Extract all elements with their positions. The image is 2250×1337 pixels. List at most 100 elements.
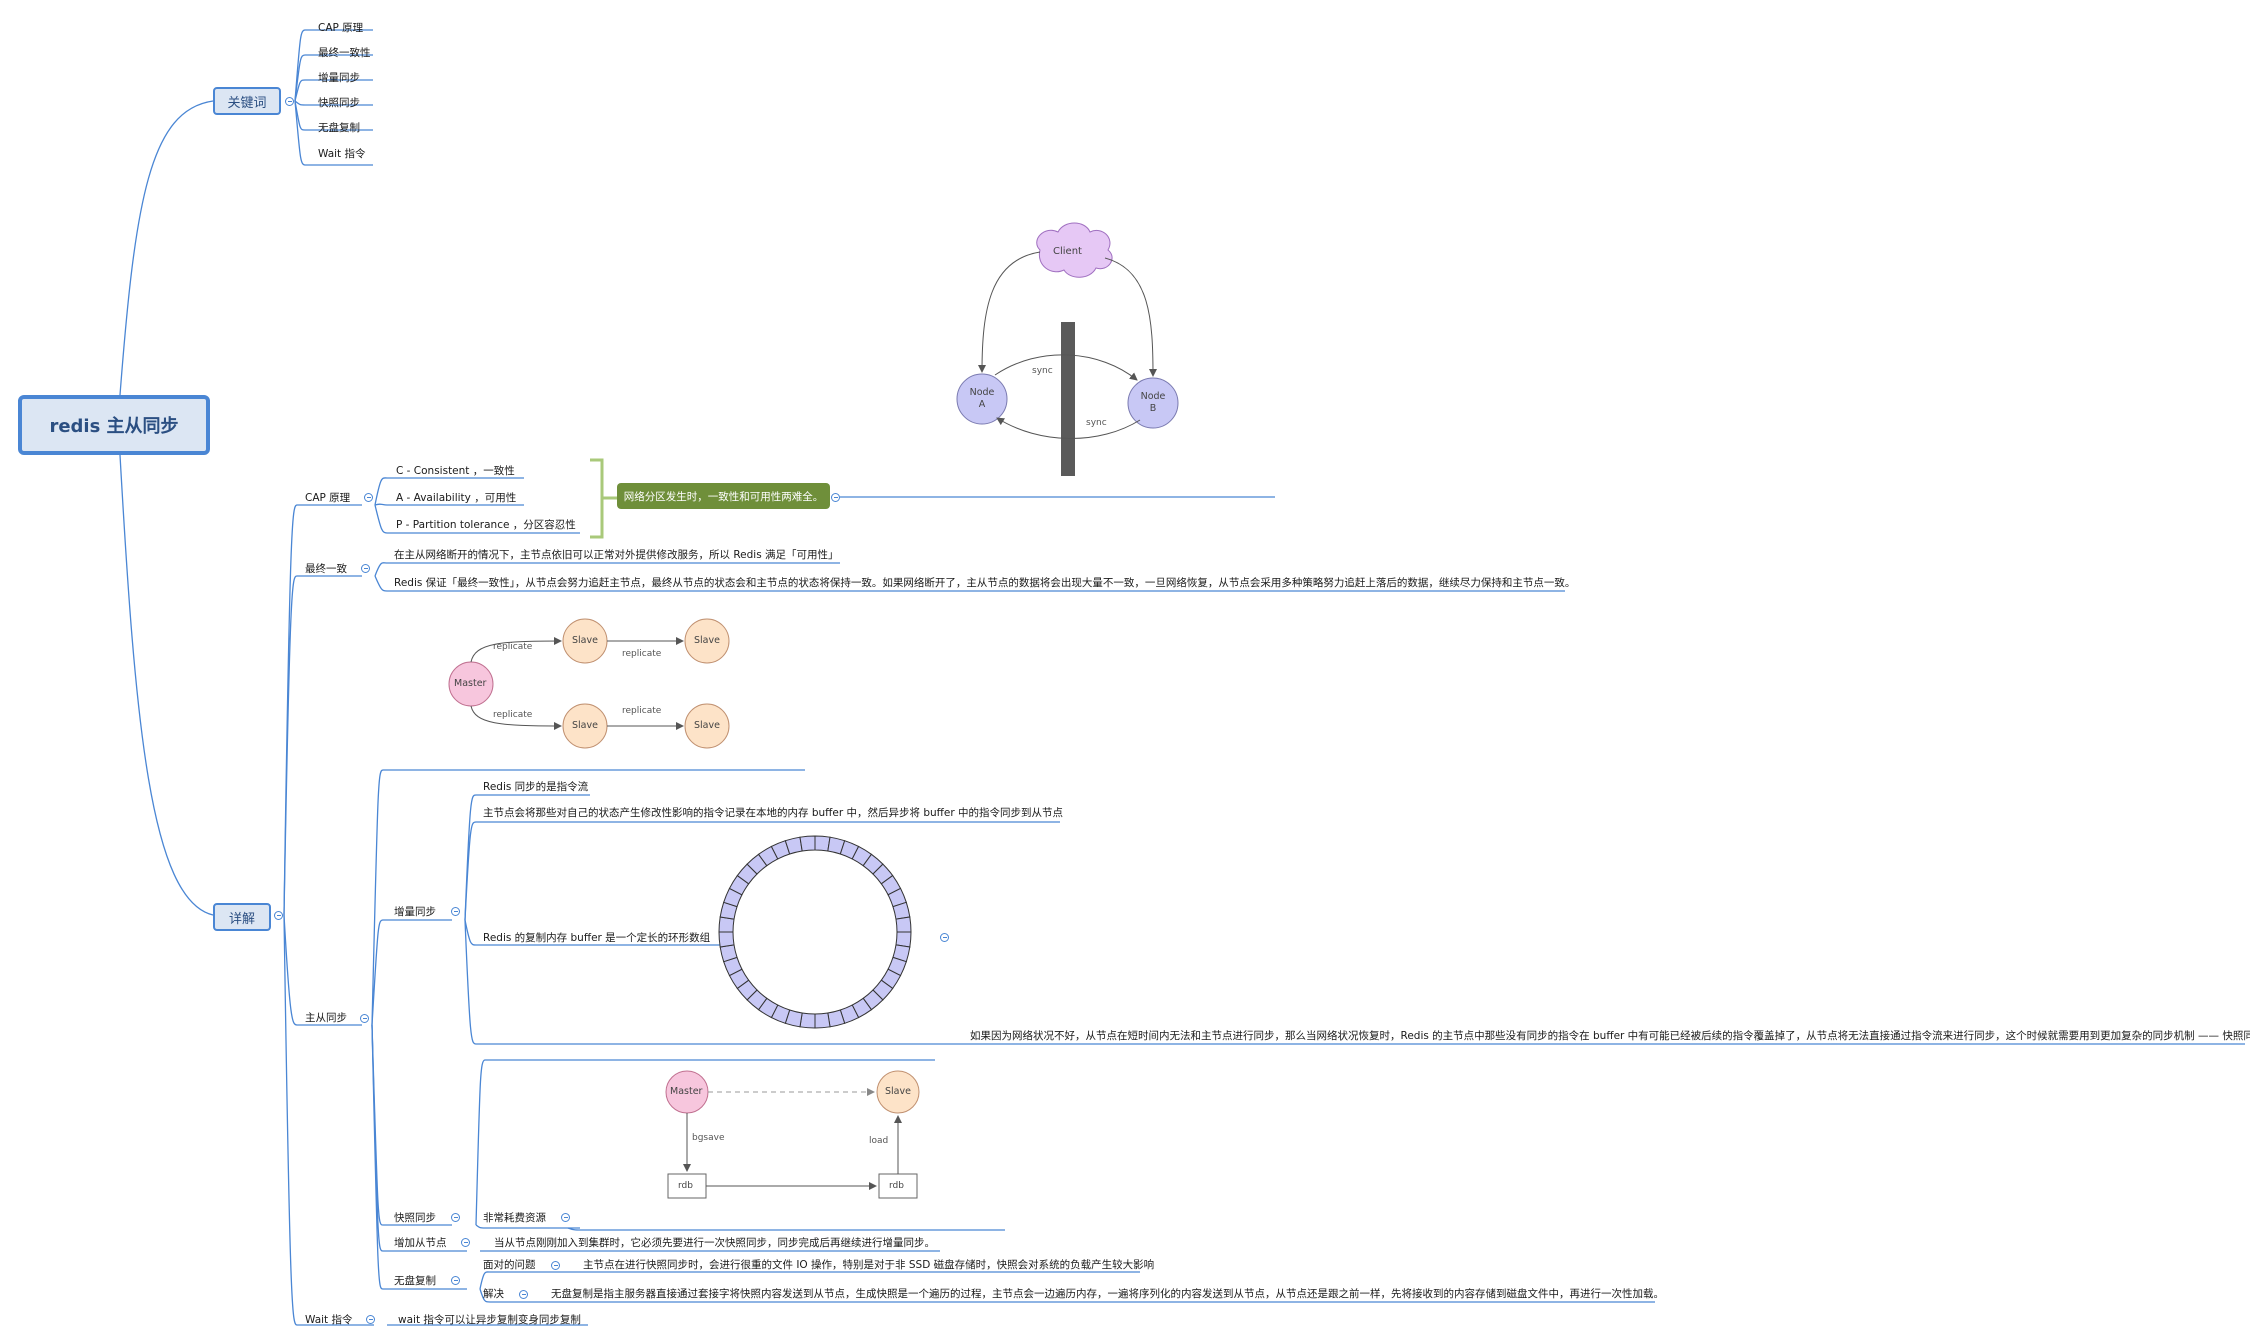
bgsave-label: bgsave bbox=[692, 1133, 725, 1143]
collapse-solution-icon[interactable] bbox=[519, 1290, 528, 1299]
diskless-solution-text[interactable]: 无盘复制是指主服务器直接通过套接字将快照内容发送到从节点，生成快照是一个遍历的过… bbox=[551, 1288, 1664, 1300]
connector-sync-diagram bbox=[371, 769, 805, 1026]
collapse-snapshot-icon[interactable] bbox=[451, 1213, 460, 1222]
collapse-ring-icon[interactable] bbox=[940, 933, 949, 942]
cap-item-c[interactable]: C - Consistent ，一致性 bbox=[396, 465, 515, 477]
diskless-problem[interactable]: 面对的问题 bbox=[483, 1259, 536, 1271]
connector-diskless bbox=[371, 1024, 467, 1290]
topic-diskless[interactable]: 无盘复制 bbox=[394, 1275, 436, 1287]
connector-ev-2 bbox=[374, 575, 1565, 592]
network-partition-bar bbox=[1061, 322, 1075, 476]
connector-snap-diagram2 bbox=[567, 1227, 1005, 1231]
replicate-arrow-1 bbox=[470, 637, 562, 663]
incremental-item[interactable]: Redis 的复制内存 buffer 是一个定长的环形数组 bbox=[483, 932, 711, 944]
keyword-item[interactable]: CAP 原理 bbox=[318, 22, 364, 34]
cap-item-a[interactable]: A - Availability ，可用性 bbox=[396, 492, 517, 504]
collapse-eventual-icon[interactable] bbox=[361, 564, 370, 573]
connector-sync bbox=[283, 914, 362, 1026]
node-b-label-2: B bbox=[1149, 403, 1157, 414]
connector-root-details bbox=[119, 454, 214, 916]
snapshot-slave-circle bbox=[876, 1070, 920, 1114]
collapse-incremental-icon[interactable] bbox=[451, 907, 460, 916]
root-topic[interactable]: redis 主从同步 bbox=[18, 395, 210, 455]
collapse-cap-icon[interactable] bbox=[364, 493, 373, 502]
replicate-label: replicate bbox=[493, 642, 533, 652]
connector-kw-2 bbox=[294, 54, 373, 102]
slave-2-circle bbox=[684, 618, 730, 664]
slave-label: Slave bbox=[572, 635, 598, 646]
load-label: load bbox=[869, 1136, 889, 1146]
keyword-item[interactable]: 无盘复制 bbox=[318, 122, 360, 134]
cap-diagram bbox=[956, 222, 1179, 476]
client-cloud bbox=[1036, 222, 1113, 278]
node-b-circle bbox=[1127, 377, 1179, 429]
client-to-b-arrow bbox=[1104, 257, 1157, 377]
collapse-wait-icon[interactable] bbox=[366, 1315, 375, 1324]
keyword-item[interactable]: Wait 指令 bbox=[318, 148, 366, 160]
branch-keywords[interactable]: 关键词 bbox=[213, 87, 281, 115]
collapse-details-icon[interactable] bbox=[274, 911, 283, 920]
topic-wait[interactable]: Wait 指令 bbox=[305, 1314, 353, 1326]
snapshot-text[interactable]: 非常耗费资源 bbox=[483, 1212, 546, 1224]
snapshot-master-label: Master bbox=[670, 1086, 703, 1097]
connector-cap-a bbox=[374, 503, 524, 506]
collapse-snapshot-text-icon[interactable] bbox=[561, 1213, 570, 1222]
connector-kw-5 bbox=[294, 100, 373, 131]
wait-text[interactable]: wait 指令可以让异步复制变身同步复制 bbox=[398, 1314, 581, 1326]
incremental-item[interactable]: 如果因为网络状况不好，从节点在短时间内无法和主节点进行同步，那么当网络状况恢复时… bbox=[970, 1030, 2250, 1042]
collapse-cap-summary-icon[interactable] bbox=[831, 493, 840, 502]
connector-incremental bbox=[371, 919, 452, 1026]
connector-eventual bbox=[283, 575, 362, 916]
cap-summary-note[interactable]: 网络分区发生时，一致性和可用性两难全。 bbox=[617, 483, 830, 509]
ring-buffer-diagram bbox=[718, 835, 912, 1029]
collapse-diskless-icon[interactable] bbox=[451, 1276, 460, 1285]
ring-buffer-slot bbox=[718, 931, 735, 948]
sync-label-bottom: sync bbox=[1086, 418, 1107, 428]
connector-ev-1 bbox=[374, 562, 840, 577]
rdb-box-right bbox=[878, 1173, 918, 1199]
connector-disk-solution bbox=[479, 1288, 535, 1303]
connector-kw-3 bbox=[294, 79, 373, 102]
node-a-circle bbox=[956, 373, 1008, 425]
topic-sync[interactable]: 主从同步 bbox=[305, 1012, 347, 1024]
cap-summary-bracket bbox=[590, 458, 617, 539]
topic-eventual[interactable]: 最终一致 bbox=[305, 563, 347, 575]
connector-cap-p bbox=[374, 504, 580, 534]
connector-kw-1 bbox=[294, 29, 373, 102]
eventual-item[interactable]: Redis 保证「最终一致性」，从节点会努力追赶主节点，最终从节点的状态会和主节… bbox=[394, 577, 1576, 589]
slave-label: Slave bbox=[694, 635, 720, 646]
topic-add-slave[interactable]: 增加从节点 bbox=[394, 1237, 447, 1249]
rdb-label-left: rdb bbox=[678, 1181, 693, 1191]
snapshot-slave-label: Slave bbox=[885, 1086, 911, 1097]
collapse-add-slave-icon[interactable] bbox=[461, 1238, 470, 1247]
topic-snapshot[interactable]: 快照同步 bbox=[394, 1212, 436, 1224]
node-a-label-2: A bbox=[978, 399, 986, 410]
connector-snapshot bbox=[371, 1024, 452, 1226]
branch-details[interactable]: 详解 bbox=[213, 903, 271, 931]
replicate-label: replicate bbox=[622, 706, 662, 716]
diskless-problem-text[interactable]: 主节点在进行快照同步时，会进行很重的文件 IO 操作，特别是对于非 SSD 磁盘… bbox=[583, 1259, 1155, 1271]
collapse-problem-icon[interactable] bbox=[551, 1261, 560, 1270]
replicate-label: replicate bbox=[493, 710, 533, 720]
node-a-label-1: Node bbox=[969, 387, 995, 398]
incremental-item[interactable]: 主节点会将那些对自己的状态产生修改性影响的指令记录在本地的内存 buffer 中… bbox=[483, 807, 1064, 819]
cap-item-p[interactable]: P - Partition tolerance ，分区容忍性 bbox=[396, 519, 576, 531]
keyword-item[interactable]: 快照同步 bbox=[318, 97, 360, 109]
replicate-label: replicate bbox=[622, 649, 662, 659]
sync-a-to-b-arrow bbox=[994, 354, 1138, 381]
topic-cap[interactable]: CAP 原理 bbox=[305, 492, 351, 504]
add-slave-text[interactable]: 当从节点刚刚加入到集群时，它必须先要进行一次快照同步，同步完成后再继续进行增量同… bbox=[494, 1237, 935, 1249]
rdb-label-right: rdb bbox=[889, 1181, 904, 1191]
topic-incremental[interactable]: 增量同步 bbox=[394, 906, 436, 918]
collapse-keywords-icon[interactable] bbox=[285, 97, 294, 106]
connector-cap-c bbox=[374, 477, 524, 506]
keyword-item[interactable]: 最终一致性 bbox=[318, 47, 371, 59]
collapse-sync-icon[interactable] bbox=[360, 1014, 369, 1023]
master-label: Master bbox=[454, 678, 487, 689]
eventual-item[interactable]: 在主从网络断开的情况下，主节点依旧可以正常对外提供修改服务，所以 Redis 满… bbox=[394, 549, 839, 561]
client-label: Client bbox=[1053, 246, 1082, 257]
diskless-solution[interactable]: 解决 bbox=[483, 1288, 504, 1300]
incremental-item[interactable]: Redis 同步的是指令流 bbox=[483, 781, 589, 793]
keyword-item[interactable]: 增量同步 bbox=[318, 72, 360, 84]
